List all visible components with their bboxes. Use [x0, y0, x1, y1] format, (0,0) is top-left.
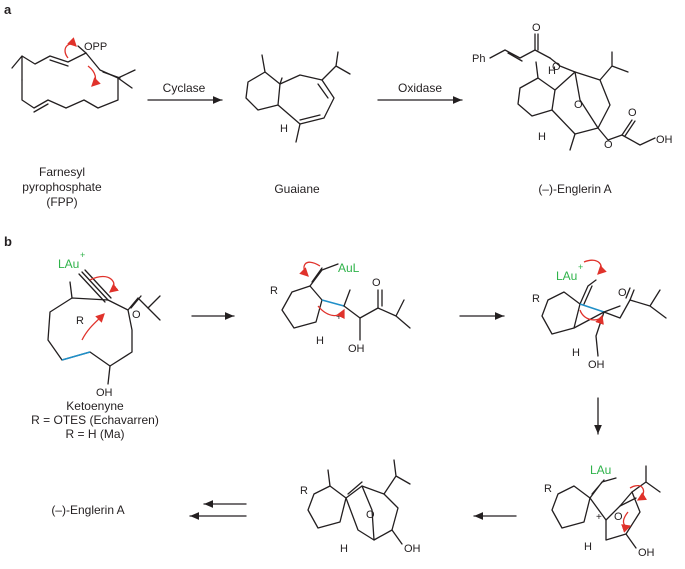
intermediate-3-structure: LAu R O + OH H	[544, 463, 661, 559]
guaiane-structure: H	[245, 51, 351, 143]
ketoenyne-oh-label: OH	[96, 387, 113, 399]
opp-label: OPP	[84, 41, 107, 53]
red-arrow	[317, 305, 345, 320]
red-arrow	[64, 37, 77, 59]
red-arrow	[87, 65, 101, 87]
ketoenyne-r-label: R	[76, 315, 84, 327]
ester-o-label: O	[552, 61, 561, 73]
cyclase-label: Cyclase	[163, 81, 206, 95]
int2-r-label: R	[532, 293, 540, 305]
int3-r-label: R	[544, 483, 552, 495]
int3-oh-label: OH	[638, 547, 655, 559]
int1-r-label: R	[270, 285, 278, 297]
lau-charge: +	[80, 250, 85, 260]
int1-h-label: H	[316, 335, 324, 347]
int2-oh-label: OH	[588, 359, 605, 371]
red-arrow	[583, 259, 607, 275]
englerin-h-label-top: H	[548, 65, 556, 77]
int3-lau-label: LAu	[590, 463, 611, 477]
bridge-o-label: O	[574, 99, 583, 111]
int4-r-label: R	[300, 485, 308, 497]
red-arrow	[89, 275, 119, 293]
phenyl-label: Ph	[472, 53, 485, 65]
panel-b-letter: b	[4, 234, 12, 249]
int4-o-label: O	[366, 509, 375, 521]
int1-o-label: O	[372, 277, 381, 289]
int3-cation: +	[596, 512, 602, 523]
guaiane-name: Guaiane	[274, 182, 320, 196]
red-arrow	[621, 511, 632, 533]
int2-h-label: H	[572, 347, 580, 359]
englerin-h-label-bottom: H	[538, 131, 546, 143]
englerin-a-structure: Ph O O O H H O O OH	[472, 22, 673, 151]
oxidase-label: Oxidase	[398, 81, 442, 95]
fpp-name-line3: (FPP)	[46, 195, 77, 209]
ester-oxygen-label: O	[532, 22, 541, 34]
int1-oh-label: OH	[348, 343, 365, 355]
r-h-label: R = H (Ma)	[65, 427, 124, 441]
int4-oh-label: OH	[404, 543, 421, 555]
glycolate-oh-label: OH	[656, 134, 673, 146]
panel-a-letter: a	[4, 2, 12, 17]
fpp-name-line1: Farnesyl	[39, 165, 85, 179]
int2-lau-charge: +	[578, 262, 583, 272]
ketoenyne-name: Ketoenyne	[66, 399, 124, 413]
red-arrow	[579, 309, 604, 325]
ketoenyne-o-label: O	[132, 309, 141, 321]
red-arrow	[299, 261, 321, 277]
int2-o-label: O	[618, 287, 627, 299]
glycolate-carbonyl-o: O	[628, 107, 637, 119]
int3-o-label: O	[614, 511, 623, 523]
fpp-structure: OPP	[11, 37, 136, 113]
r-otes-label: R = OTES (Echavarren)	[31, 413, 159, 427]
glycolate-o-label: O	[604, 139, 613, 151]
red-arrow	[81, 313, 105, 341]
aul-label: AuL	[338, 261, 360, 275]
red-arrow	[629, 485, 648, 501]
englerin-a-name: (–)-Englerin A	[538, 182, 611, 196]
ketoenyne-structure: LAu + R O OH	[47, 250, 161, 399]
englerin-a-product-label: (–)-Englerin A	[51, 503, 124, 517]
intermediate-1-structure: R AuL O + OH H	[270, 261, 411, 355]
lau-label: LAu	[58, 257, 79, 271]
int2-lau-label: LAu	[556, 269, 577, 283]
int4-h-label: H	[340, 543, 348, 555]
int3-h-label: H	[584, 541, 592, 553]
intermediate-4-structure: R O OH H	[300, 459, 421, 555]
fpp-name-line2: pyrophosphate	[22, 180, 102, 194]
intermediate-2-structure: LAu + R O OH H	[532, 259, 667, 371]
guaiane-h-label: H	[280, 123, 288, 135]
